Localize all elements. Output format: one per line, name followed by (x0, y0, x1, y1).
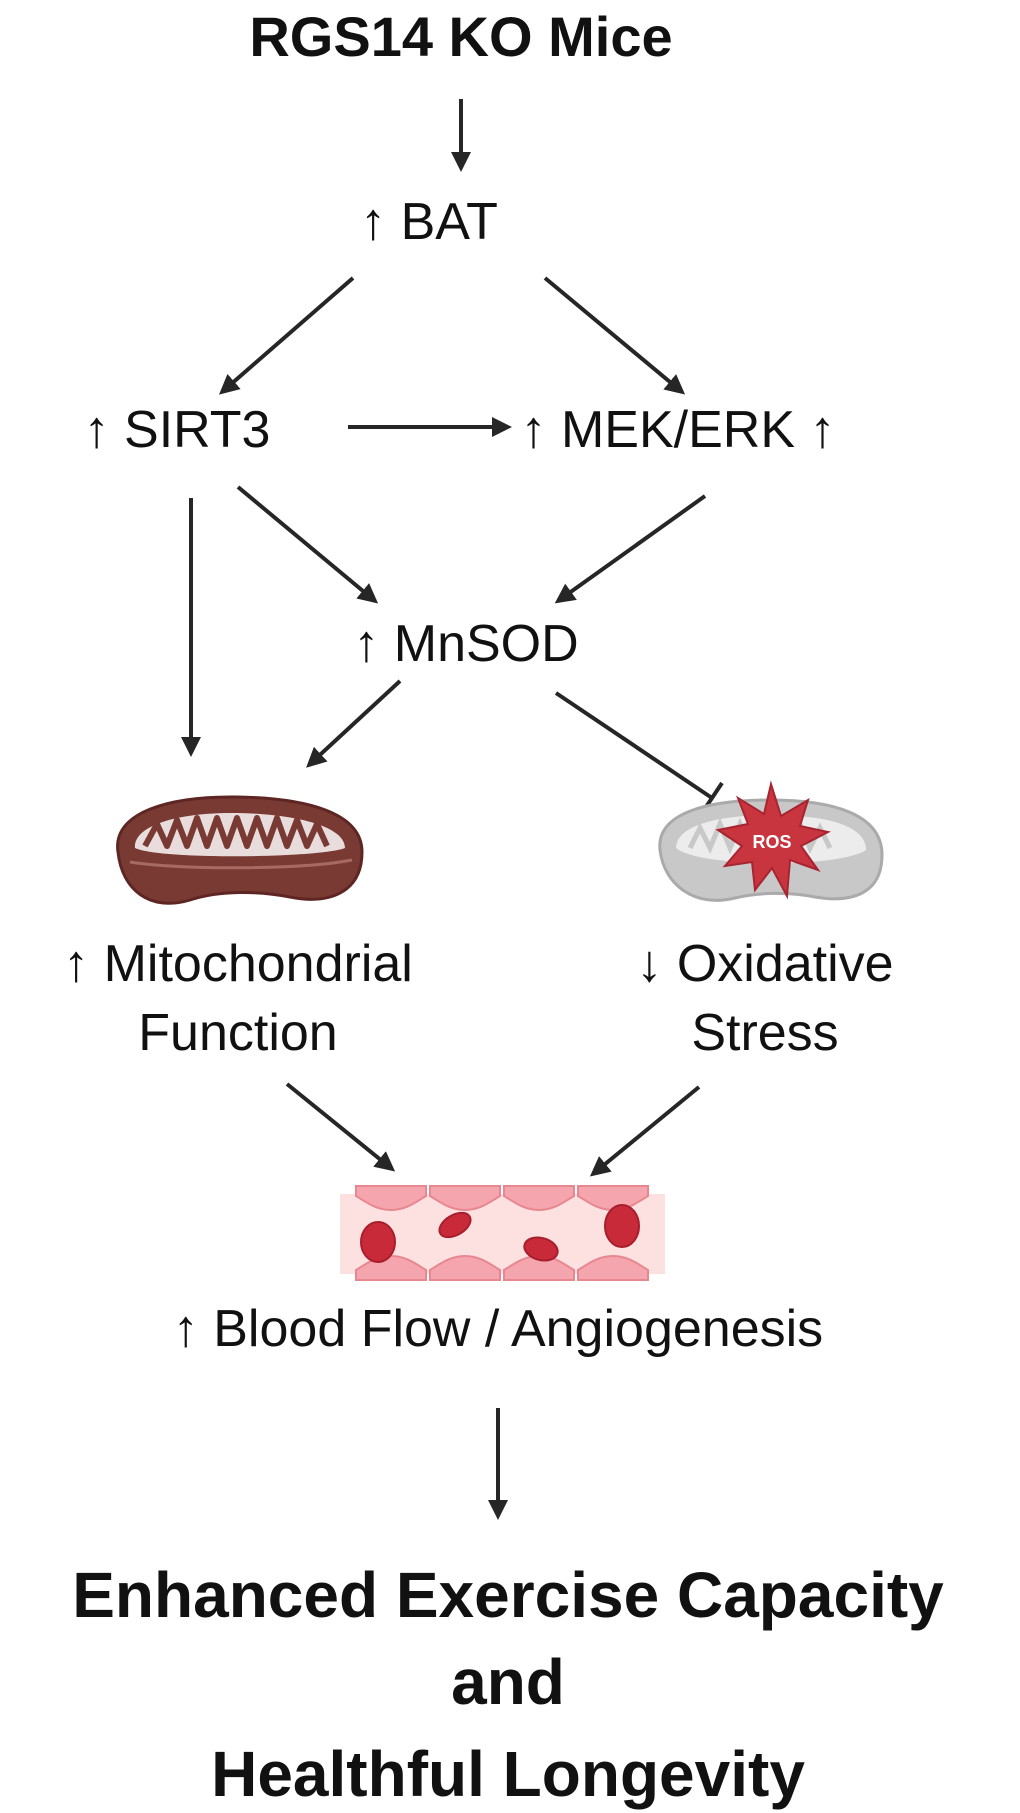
arrow-mnsod-to-mito (306, 679, 402, 768)
healthy-mitochondrion-icon (116, 795, 364, 905)
arrow-ox-to-vessel (589, 1085, 701, 1177)
outcome-line1: Enhanced Exercise Capacity (72, 1559, 944, 1631)
node-bat: ↑ BAT (360, 193, 498, 251)
node-ox-line2: Stress (691, 1004, 838, 1062)
node-mnsod: ↑ MnSOD (353, 615, 578, 673)
arrow-bat-to-sirt3 (218, 276, 355, 395)
node-sirt3: ↑ SIRT3 (84, 401, 271, 459)
blood-vessel-icon (340, 1185, 665, 1281)
node-mito-line2: Function (138, 1004, 337, 1062)
node-mito-line1: ↑ Mitochondrial (63, 935, 413, 993)
outcome-line3: Healthful Longevity (211, 1738, 805, 1810)
node-blood-flow: ↑ Blood Flow / Angiogenesis (173, 1300, 823, 1358)
arrow-mek-to-mnsod (554, 494, 707, 604)
arrows (181, 99, 724, 1520)
arrow-bat-to-mek (543, 276, 686, 395)
outcome-line2: and (451, 1646, 565, 1718)
ros-burst-icon: ROS (715, 780, 831, 900)
node-mek-erk: ↑ MEK/ERK ↑ (521, 401, 836, 459)
inhibit-mnsod-to-ros (554, 691, 724, 815)
stressed-mitochondrion-icon: ROS (658, 780, 884, 902)
arrow-sirt3-to-mnsod (236, 485, 379, 604)
arrow-mito-to-vessel (285, 1082, 396, 1172)
ros-label: ROS (752, 832, 791, 852)
diagram-title: RGS14 KO Mice (249, 5, 672, 68)
node-ox-line1: ↓ Oxidative (636, 935, 893, 993)
